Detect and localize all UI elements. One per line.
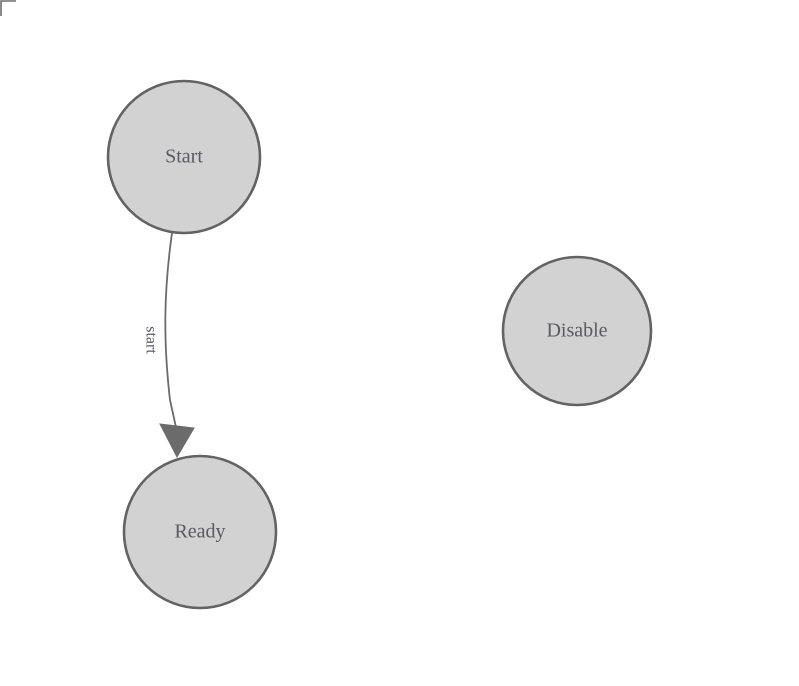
- node-ready[interactable]: Ready: [122, 454, 278, 610]
- node-disable-label: Disable: [546, 320, 607, 342]
- node-ready-circle[interactable]: [122, 454, 278, 610]
- node-disable-circle[interactable]: [501, 255, 653, 407]
- node-disable[interactable]: Disable: [501, 255, 653, 407]
- node-start-circle[interactable]: [106, 79, 262, 235]
- arrowhead-icon: [159, 423, 195, 459]
- edge-line: [164, 232, 178, 433]
- node-start[interactable]: Start: [106, 79, 262, 235]
- node-ready-label: Ready: [174, 521, 225, 543]
- node-start-label: Start: [165, 146, 203, 168]
- edge-start-to-ready[interactable]: start: [142, 232, 195, 459]
- edge-label-start: start: [142, 326, 159, 354]
- top-left-corner-mark: [0, 0, 16, 16]
